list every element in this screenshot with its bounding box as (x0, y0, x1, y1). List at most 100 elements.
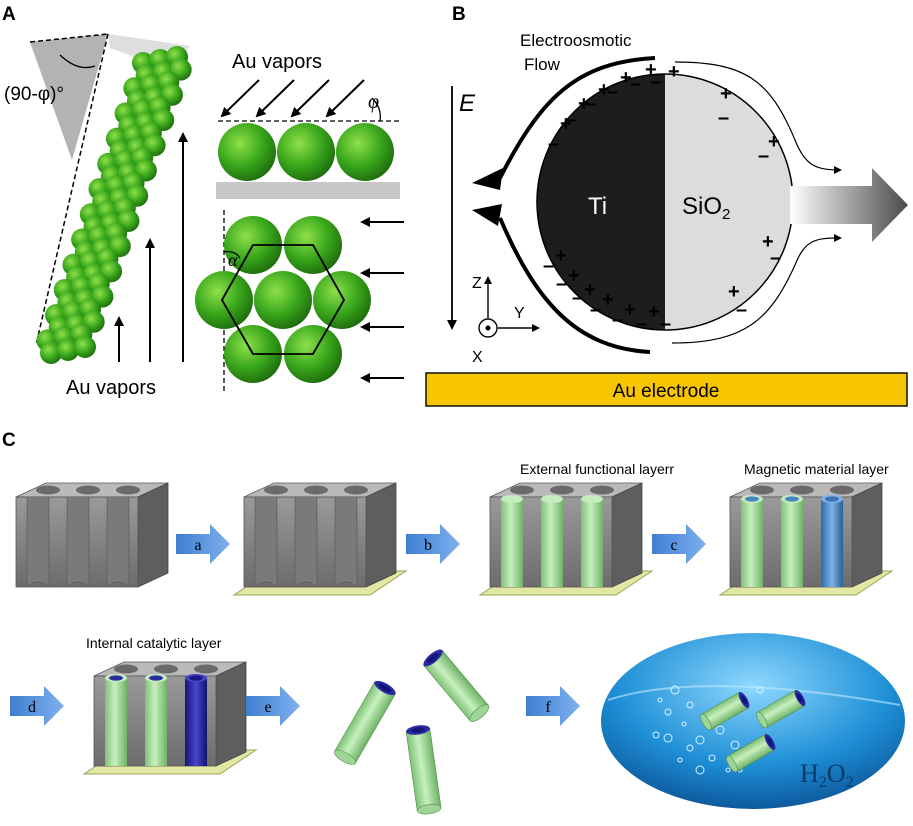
dashed-top-line (29, 33, 109, 43)
microtube (334, 680, 396, 765)
microtube-inner (740, 695, 748, 705)
positive-charge: + (728, 281, 740, 303)
bubble (686, 701, 694, 709)
magnetic-layer-title: Magnetic material layer (744, 461, 889, 477)
microtube (700, 691, 750, 731)
negative-charge: – (650, 71, 661, 93)
panel-b: B Electroosmotic Flow E Ti SiO2 ++++++––… (425, 4, 908, 407)
negative-charge: – (590, 299, 601, 321)
pore-tube (821, 499, 843, 587)
magnetic-layer-stage (718, 482, 894, 596)
deposit-ball-3 (336, 123, 394, 181)
step-arrow (246, 686, 300, 726)
pore-tube-top (501, 495, 523, 503)
template-side-face (611, 482, 643, 588)
positive-charge: + (568, 265, 580, 287)
oblique-arrow-4 (325, 79, 365, 118)
negative-charge: – (718, 107, 729, 129)
template-pore (194, 664, 218, 674)
negative-charge: – (585, 93, 596, 115)
negative-charge: – (566, 109, 577, 131)
step-arrow (652, 524, 706, 564)
pore-tube (185, 678, 207, 766)
microtube-end (700, 713, 712, 731)
flow-arrowhead-upper (472, 168, 503, 190)
bubble (708, 754, 716, 762)
sio2-label-sub: 2 (722, 206, 730, 223)
positive-charge: + (578, 93, 590, 115)
template-side-face (137, 482, 169, 588)
microtube-body (405, 727, 442, 812)
water-highlight (607, 685, 901, 706)
positive-charge: + (668, 61, 680, 83)
positive-charge: + (620, 67, 632, 89)
positive-charge: + (555, 245, 567, 267)
negative-charge: – (612, 309, 623, 331)
negative-charge: – (660, 313, 671, 335)
ti-hemisphere (537, 74, 665, 330)
template-pore (830, 485, 854, 495)
pore-channel (26, 497, 50, 588)
pore-channel (106, 497, 130, 588)
column-ball (57, 339, 79, 361)
template-pore (304, 485, 328, 495)
bubble (725, 767, 731, 773)
step-label: e (264, 699, 271, 716)
hexagon-outline (220, 244, 346, 355)
microtube-end (416, 804, 442, 815)
pore-tube-inner (745, 496, 759, 502)
bubble (730, 740, 740, 750)
surface-charges: ++++++–––––––––––––+++++++–+–+–+– (543, 59, 781, 335)
au-electrode (425, 372, 908, 407)
negative-charge: – (607, 81, 618, 103)
h2o2-sub1: 2 (819, 774, 827, 791)
coordinate-axes: Z Y X (472, 275, 540, 366)
ti-label: Ti (588, 193, 607, 220)
field-label: E (459, 90, 476, 117)
negative-charge: – (636, 313, 647, 335)
step-label: c (670, 537, 677, 554)
microtube-end (334, 749, 356, 765)
template-pore (76, 485, 100, 495)
template-pore (510, 485, 534, 495)
internal-layer-title: Internal catalytic layer (86, 635, 222, 651)
template-pore (750, 485, 774, 495)
pack-ball-4 (254, 271, 312, 329)
electroosmotic-label-line1: Electroosmotic (520, 31, 632, 50)
pore-channel (334, 497, 358, 588)
step-arrow (176, 524, 230, 564)
oblique-arrow-3 (290, 79, 330, 118)
flow-line-upper-left (498, 56, 656, 179)
pore-tube-inner (149, 675, 163, 681)
positive-charge: + (648, 301, 660, 323)
catalytic-layer-stage (82, 661, 258, 775)
panel-b-label: B (452, 4, 466, 25)
bubble (681, 721, 687, 727)
oblique-arrow-1 (220, 79, 260, 118)
angle-label: (90-φ)° (4, 84, 64, 105)
pore-tube-inner (825, 496, 839, 502)
step-arrow (526, 686, 580, 726)
microtube-end (469, 704, 490, 722)
template-side-face (851, 482, 883, 588)
pore-tube (501, 499, 523, 587)
x-axis-dot (485, 325, 491, 331)
template-side-face (365, 482, 397, 588)
negative-charge: – (556, 273, 567, 295)
template-pore (264, 485, 288, 495)
template-pore (114, 664, 138, 674)
bubble (664, 708, 672, 716)
bubble (663, 733, 673, 743)
h2o2-sub2: 2 (846, 774, 854, 791)
au-vapors-top-label: Au vapors (232, 51, 322, 73)
oblique-arrow-2 (255, 79, 295, 118)
pore-channel (254, 497, 278, 588)
step-label: a (194, 537, 201, 554)
y-axis-label: Y (514, 305, 525, 322)
pore-tube-top (541, 495, 563, 503)
sio2-label: SiO2 (682, 193, 730, 223)
bubble (715, 725, 725, 735)
negative-charge: – (543, 255, 554, 277)
template-stage (15, 482, 169, 588)
